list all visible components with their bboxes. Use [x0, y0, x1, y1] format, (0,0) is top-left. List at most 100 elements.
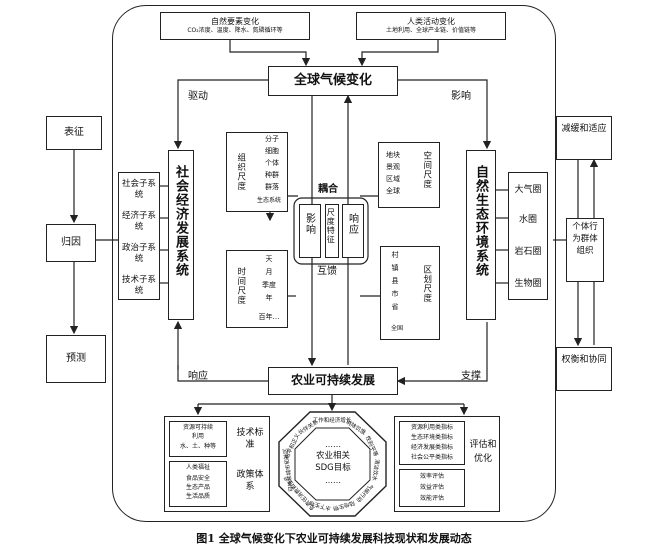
region-scale-label: 区划尺度: [421, 265, 432, 303]
socio-subsystem-list: 社会子系统 经济子系统 政治子系统 技术子系统: [118, 172, 160, 300]
sdg-subtitle: SDG目标: [315, 463, 351, 473]
space-scale-item: 地块: [386, 151, 400, 159]
org-scale-item: 种群: [265, 171, 279, 179]
space-scale-item: 景观: [386, 163, 400, 171]
bottom-right-group: 资源利用类指标 生态环境类指标 经济发展类指标 社会公平类指标 效率评估 效益评…: [394, 416, 500, 512]
org-scale-item: 个体: [265, 159, 279, 167]
time-scale-item: 月: [265, 268, 273, 276]
space-scale-item: 全球: [386, 187, 400, 195]
resource-line: 资源可持续: [182, 424, 213, 431]
global-climate-label: 全球气候变化: [293, 73, 372, 88]
natural-change-title: 自然要素变化: [211, 17, 259, 26]
eco-sub-atmosphere: 大气圈: [514, 185, 542, 195]
welfare-line: 生活品质: [185, 493, 210, 500]
feature-box-label: 尺度特征: [326, 208, 336, 244]
region-scale-item: 市: [391, 290, 399, 298]
socio-economic-system-box: 社会经济发展系统: [168, 150, 194, 320]
evaluation-item: 效能评估: [419, 495, 444, 502]
socio-sub-social: 社会子系统: [121, 179, 156, 201]
natural-change-subtitle: CO₂浓度、温度、降水、氮磷循环等: [187, 27, 283, 34]
evaluation-box: 效率评估 效益评估 效能评估: [399, 469, 465, 507]
org-scale-item: 分子: [265, 135, 279, 143]
human-activity-subtitle: 土地利用、全球产业链、价值链等: [385, 27, 476, 34]
evaluation-item: 效益评估: [419, 484, 444, 491]
eco-subsystem-list: 大气圈 水圈 岩石圈 生物圈: [508, 172, 548, 300]
human-activity-box: 人类活动变化 土地利用、全球产业链、价值链等: [356, 12, 506, 40]
characterize-box: 表征: [46, 116, 102, 150]
socio-economic-system-label: 社会经济发展系统: [172, 165, 188, 277]
figure-caption: 图1 全球气候变化下农业可持续发展科技现状和发展动态: [196, 532, 472, 545]
attribution-label: 归因: [61, 237, 81, 248]
global-climate-box: 全球气候变化: [268, 66, 398, 96]
region-scale-item: 县: [391, 277, 399, 285]
space-scale-item: 区域: [386, 175, 400, 183]
indicator-box: 资源利用类指标 生态环境类指标 经济发展类指标 社会公平类指标: [399, 421, 465, 465]
policy-system-label: 政策体系: [236, 470, 264, 493]
org-scale-item: 生态系统: [256, 197, 281, 204]
agri-sustain-label: 农业可持续发展: [290, 373, 375, 387]
region-scale-item: 村: [391, 251, 399, 259]
region-scale-item: 省: [391, 303, 399, 311]
impact-box: 影响: [299, 204, 321, 258]
region-scale-item: 全国: [390, 325, 403, 332]
resource-line: 水、土、种等: [179, 443, 216, 450]
socio-sub-economy: 经济子系统: [121, 211, 156, 233]
tech-standard-label: 技术标准: [236, 428, 264, 451]
eco-sub-hydrosphere: 水圈: [518, 215, 537, 225]
org-scale-item: 群落: [265, 183, 279, 191]
response-label: 响应: [188, 371, 208, 382]
actor-label: 个体行为群体组织: [572, 222, 598, 256]
eco-system-label: 自然生态环境系统: [472, 165, 488, 277]
time-scale-item: 百年…: [258, 313, 280, 321]
org-scale-box: 组织尺度 分子 细胞 个体 种群 群落 生态系统: [226, 132, 288, 212]
welfare-line: 食品安全: [185, 475, 210, 482]
tradeoff-box: 权衡和协同: [556, 347, 612, 391]
impact-label: 影响: [451, 91, 471, 102]
org-scale-item: 细胞: [265, 147, 279, 155]
characterize-label: 表征: [64, 127, 84, 138]
feature-box: 尺度特征: [325, 204, 339, 258]
indicator-item: 生态环境类指标: [410, 434, 453, 441]
mitigation-box: 减缓和适应: [556, 116, 612, 160]
sdg-goal-label: 工作和经济增长: [312, 418, 352, 424]
welfare-line: 人类福祉: [185, 464, 210, 471]
feedback-label: 互馈: [317, 266, 337, 277]
space-scale-box: 地块 景观 区域 全球 空间尺度: [378, 142, 440, 208]
indicator-item: 资源利用类指标: [410, 424, 453, 431]
outer-frame: [112, 5, 556, 522]
eco-system-box: 自然生态环境系统: [466, 150, 496, 320]
tradeoff-label: 权衡和协同: [561, 355, 607, 365]
time-scale-item: 季度: [262, 281, 276, 289]
welfare-box: 人类福祉 食品安全 生态产品 生活品质: [169, 461, 227, 507]
resource-box: 资源可持续 利用 水、土、种等: [169, 421, 227, 457]
sdg-dots-bottom: ……: [325, 476, 341, 485]
drive-label: 驱动: [188, 91, 208, 102]
org-scale-label: 组织尺度: [235, 153, 246, 191]
agri-sustain-box: 农业可持续发展: [268, 367, 398, 395]
mitigation-label: 减缓和适应: [561, 124, 607, 134]
response-box: 响应: [342, 204, 364, 258]
prediction-label: 预测: [66, 353, 86, 364]
time-scale-item: 年: [265, 294, 273, 302]
time-scale-item: 天: [265, 255, 273, 263]
coupling-label: 耦合: [318, 184, 338, 195]
response-box-label: 响应: [346, 213, 358, 235]
socio-sub-politics: 政治子系统: [121, 243, 156, 265]
time-scale-label: 时间尺度: [235, 267, 246, 305]
human-activity-title: 人类活动变化: [407, 17, 455, 26]
attribution-box: 归因: [46, 224, 96, 262]
support-label: 支撑: [461, 371, 481, 382]
sdg-title: 农业相关: [315, 451, 350, 461]
time-scale-box: 时间尺度 天 月 季度 年 百年…: [226, 250, 288, 328]
space-scale-label: 空间尺度: [421, 151, 432, 189]
actor-box: 个体行为群体组织: [566, 218, 604, 282]
resource-line: 利用: [191, 433, 204, 440]
socio-sub-technology: 技术子系统: [121, 275, 156, 297]
eval-optimize-label: 评估和优化: [469, 440, 497, 464]
indicator-item: 社会公平类指标: [410, 454, 453, 461]
prediction-box: 预测: [46, 335, 106, 383]
indicator-item: 经济发展类指标: [410, 444, 453, 451]
welfare-line: 生态产品: [185, 484, 210, 491]
eco-sub-lithosphere: 岩石圈: [514, 247, 542, 257]
eco-sub-biosphere: 生物圈: [514, 279, 542, 289]
